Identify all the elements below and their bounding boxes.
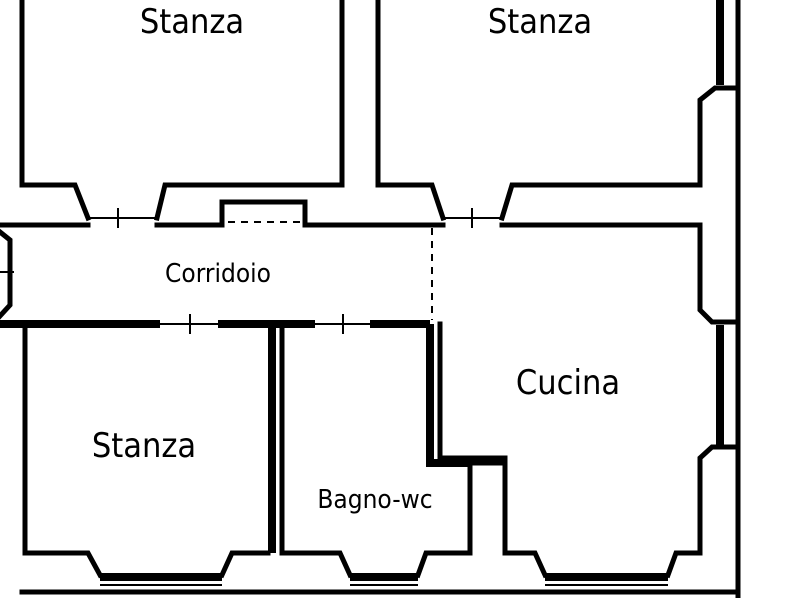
room-label-top-right: Stanza bbox=[487, 2, 593, 42]
wall-bottom-left-room bbox=[22, 325, 276, 579]
room-label-bathroom: Bagno-wc bbox=[317, 485, 433, 515]
wall-top-left-room bbox=[19, 0, 345, 228]
wall-outer-bottom bbox=[19, 573, 741, 595]
room-label-corridor: Corridoio bbox=[165, 259, 271, 289]
wall-corridor-bottom bbox=[0, 314, 430, 334]
opening-dashed bbox=[228, 221, 433, 320]
wall-bathroom bbox=[279, 324, 508, 579]
room-label-top-left: Stanza bbox=[139, 2, 245, 42]
wall-corridor-left bbox=[0, 228, 14, 320]
niche-top bbox=[219, 199, 308, 225]
wall-kitchen bbox=[437, 319, 741, 579]
room-label-kitchen: Cucina bbox=[515, 363, 621, 403]
wall-corridor-top bbox=[0, 85, 741, 325]
room-label-bottom-left: Stanza bbox=[91, 426, 197, 466]
